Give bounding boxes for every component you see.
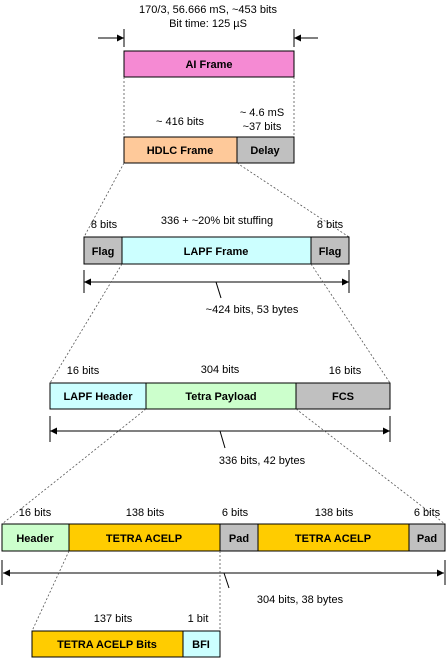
left-flag-box [83,236,123,265]
tetra-payload-bits-label: 304 bits [201,364,240,376]
tetra-span-leader [223,572,230,589]
acelp2-label: TETRA ACELP [295,533,371,545]
pad2-bits-label: 6 bits [414,507,441,519]
right-flag-bits-label: 8 bits [317,219,344,231]
lapf-span-label: ~424 bits, 53 bytes [206,304,299,316]
lapf-frame-label: LAPF Frame [184,246,249,258]
acelp-bits-count-label: 137 bits [94,613,133,625]
payload-span-leader [219,430,226,449]
bit-time-label: Bit time: 125 µS [169,18,247,30]
lapf-header-label: LAPF Header [63,391,133,403]
pad2-label: Pad [417,533,437,545]
acelp1-label: TETRA ACELP [106,533,182,545]
tetra-header-box [1,523,70,552]
payload-span-label: 336 bits, 42 bytes [219,455,306,467]
delay-bits-label: ~37 bits [243,121,282,133]
right-flag-box [310,236,350,265]
left-flag-bits-label: 8 bits [91,219,118,231]
right-flag-label: Flag [319,246,342,258]
delay-time-label: ~ 4.6 mS [240,107,284,119]
bfi-box [182,630,221,658]
fcs-box [295,382,391,410]
lapf-header-bits-label: 16 bits [67,365,100,377]
pad1-label: Pad [229,533,249,545]
tetra-span-label: 304 bits, 38 bytes [257,594,344,606]
connector-payload-left [1,408,147,525]
fcs-bits-label: 16 bits [329,365,362,377]
hdlc-frame-label: HDLC Frame [147,145,214,157]
pad2-box [408,523,446,552]
tetra-header-bits-label: 16 bits [19,507,52,519]
bfi-bits-label: 1 bit [188,613,209,625]
lapf-span-leader [215,281,222,299]
tetra-header-label: Header [16,533,54,545]
tetra-payload-box [145,382,297,410]
acelp-bits-box [31,630,184,658]
connector-lapf-left [49,263,123,384]
ai-frame-label: AI Frame [185,59,232,71]
ai-frame-box [123,50,295,78]
connector-acelp-left [31,550,70,632]
lapf-frame-box [121,236,312,265]
acelp2-bits-label: 138 bits [315,507,354,519]
left-flag-label: Flag [92,246,115,258]
tetra-payload-label: Tetra Payload [185,391,256,403]
bfi-label: BFI [192,639,210,651]
pad1-box [219,523,259,552]
delay-box [236,136,295,164]
delay-box-label: Delay [250,145,280,157]
bit-stuffing-label: 336 + ~20% bit stuffing [161,215,273,227]
fcs-label: FCS [332,391,354,403]
connector-payload-right [295,408,446,525]
top-frame-timing-label: 170/3, 56.666 mS, ~453 bits [139,4,277,16]
acelp-bits-label: TETRA ACELP Bits [57,639,157,651]
hdlc-bits-label: ~ 416 bits [156,116,205,128]
pad1-bits-label: 6 bits [222,507,249,519]
acelp1-bits-label: 138 bits [126,507,165,519]
